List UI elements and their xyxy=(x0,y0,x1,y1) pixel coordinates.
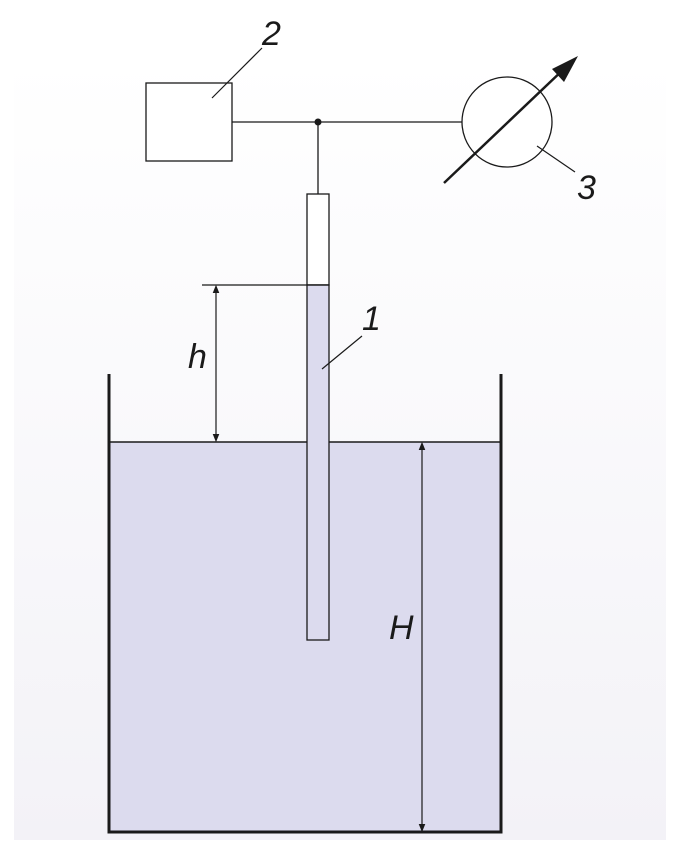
label-1: 1 xyxy=(362,300,381,338)
device-box xyxy=(145,82,233,162)
tube-liquid xyxy=(306,284,330,641)
leader-line-2 xyxy=(211,47,263,99)
label-H: H xyxy=(389,609,414,647)
leader-line-3 xyxy=(536,145,576,173)
meter-arrowhead-icon xyxy=(552,56,578,82)
label-2: 2 xyxy=(261,15,281,53)
junction-dot xyxy=(314,118,322,126)
label-h: h xyxy=(188,338,207,376)
tube-upper xyxy=(306,193,330,286)
label-3: 3 xyxy=(577,169,596,207)
vessel-liquid xyxy=(110,442,500,831)
meter-adjust-arrow xyxy=(443,66,567,184)
vessel-walls xyxy=(107,374,503,834)
leader-line-1 xyxy=(321,335,363,370)
